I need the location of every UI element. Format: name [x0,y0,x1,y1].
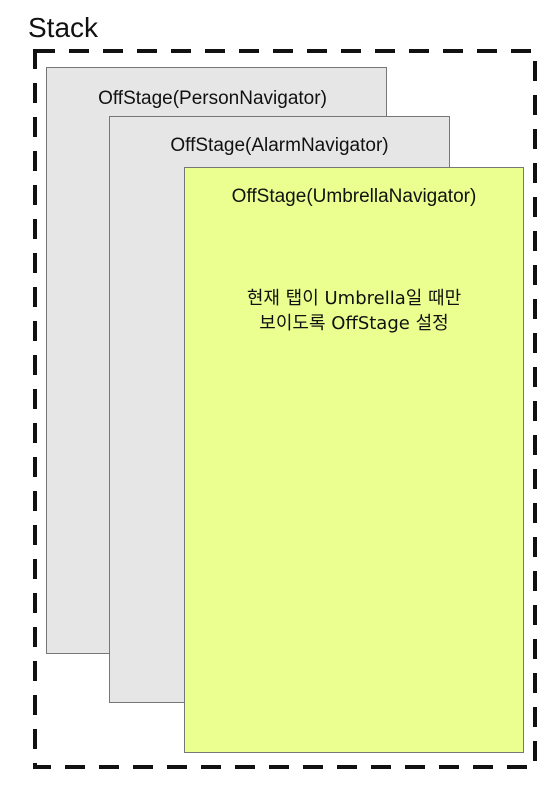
offstage-umbrella-navigator: OffStage(UmbrellaNavigator) 현재 탭이 Umbrel… [184,167,524,753]
stack-title: Stack [28,12,99,43]
umbrella-note-line-1: 현재 탭이 Umbrella일 때만 [246,288,462,309]
offstage-umbrella-navigator-label: OffStage(UmbrellaNavigator) [231,186,477,207]
offstage-alarm-navigator-label: OffStage(AlarmNavigator) [170,135,389,156]
offstage-person-navigator-label: OffStage(PersonNavigator) [98,88,327,109]
umbrella-visibility-note: 현재 탭이 Umbrella일 때만 보이도록 OffStage 설정 [185,286,523,336]
umbrella-note-line-2: 보이도록 OffStage 설정 [259,313,449,334]
